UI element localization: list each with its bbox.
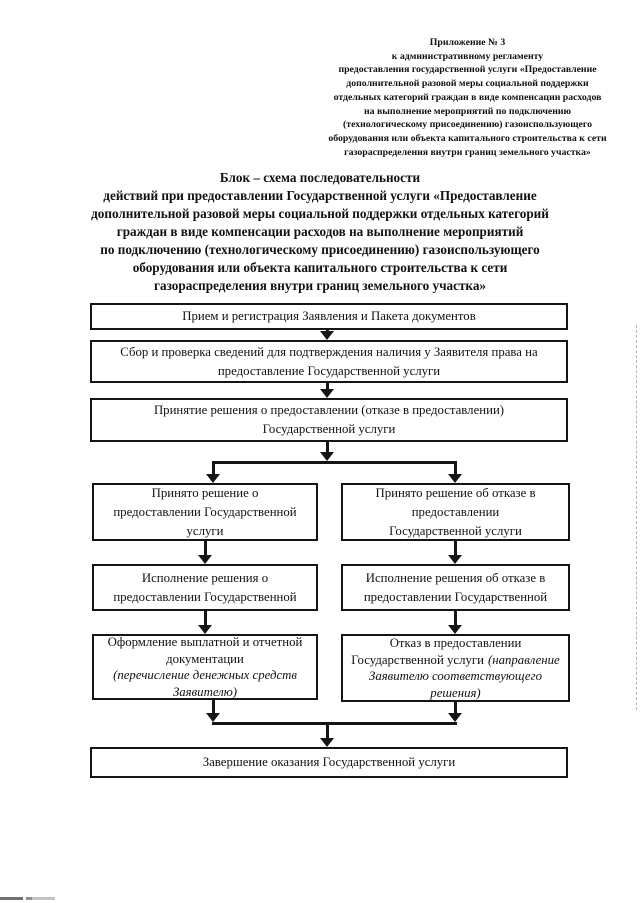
connector-line: [325, 442, 329, 453]
flow-box-decision: Принятие решения о предоставлении (отказ…: [90, 398, 568, 442]
connector-line: [325, 383, 329, 391]
connector-line: [453, 541, 457, 556]
title-line: оборудования или объекта капитального ст…: [132, 260, 508, 275]
scan-artifact-bar-light: [32, 897, 55, 900]
title-line: Блок – схема последовательности: [219, 170, 421, 185]
arrow-down-icon: [448, 713, 462, 722]
flow-box-text-italic: решения): [430, 685, 481, 700]
flow-box-text: Принято решение о: [151, 485, 259, 500]
flow-box-text: документации: [166, 651, 244, 666]
branch-line: [211, 461, 457, 464]
appendix-line: Приложение № 3: [429, 37, 506, 48]
flow-box-text-italic: (перечисление денежных средств: [113, 668, 297, 682]
merge-line: [211, 722, 457, 725]
connector-line: [453, 611, 457, 626]
title-line: дополнительной разовой меры социальной п…: [91, 206, 549, 221]
appendix-line: предоставления государственной услуги «П…: [338, 64, 597, 76]
flow-box-text: Исполнение решения о: [141, 570, 269, 585]
connector-line: [453, 702, 457, 714]
flow-box-text-italic: Заявителю): [172, 684, 238, 699]
title-line: по подключению (технологическому присоед…: [100, 242, 540, 257]
flow-box-text: Государственной услуги(направление: [347, 652, 564, 669]
scan-artifact-bar-mid: [26, 897, 32, 900]
connector-line: [453, 464, 457, 475]
connector-line: [203, 611, 207, 626]
appendix-line: (технологическому присоединению) газоисп…: [343, 119, 592, 131]
connector-line: [211, 700, 215, 714]
flow-box-execute-approval: Исполнение решения о предоставлении Госу…: [92, 564, 318, 611]
flow-box-text-italic: Заявителю соответствующего: [369, 669, 542, 683]
flow-box-text: предоставлении Государственной: [113, 504, 297, 519]
appendix-line: отдельных категорий граждан в виде компе…: [333, 91, 602, 103]
arrow-down-icon: [198, 555, 212, 564]
connector-line: [211, 464, 215, 475]
arrow-down-icon: [320, 389, 334, 398]
flow-box-text: Государственной услуги: [351, 652, 484, 667]
flow-box-completion: Завершение оказания Государственной услу…: [90, 747, 568, 778]
flow-box-text-italic: (направление: [487, 652, 560, 667]
title-line: действий при предоставлении Государствен…: [103, 188, 537, 203]
scan-artifact-bar-dark: [0, 897, 23, 900]
flow-box-refused: Принято решение об отказе в предоставлен…: [341, 483, 570, 541]
flow-box-text: Принято решение об отказе в: [375, 485, 536, 500]
flow-box-text: Принятие решения о предоставлении (отказ…: [153, 403, 505, 417]
title-line: граждан в виде компенсации расходов на в…: [116, 224, 524, 239]
connector-line: [325, 725, 329, 739]
arrow-down-icon: [320, 452, 334, 461]
appendix-line: на выполнение мероприятий по подключению: [364, 105, 571, 117]
appendix-line: дополнительной разовой меры социальной п…: [346, 78, 589, 90]
flow-box-text: предоставлении: [411, 504, 500, 519]
arrow-down-icon: [320, 331, 334, 340]
flow-box-refusal-notice: Отказ в предоставлении Государственной у…: [341, 634, 570, 702]
appendix-line: газораспределения внутри границ земельно…: [344, 146, 591, 158]
page-title: Блок – схема последовательности действий…: [40, 169, 600, 295]
arrow-down-icon: [198, 625, 212, 634]
appendix-line: к административному регламенту: [391, 50, 544, 62]
flow-box-text: Прием и регистрация Заявления и Пакета д…: [182, 309, 476, 323]
flow-box-text: предоставление Государственной услуги: [217, 363, 441, 378]
flow-box-text: Исполнение решения об отказе в: [365, 570, 546, 585]
flow-box-text: Завершение оказания Государственной услу…: [202, 755, 456, 769]
connector-line: [203, 541, 207, 556]
appendix-line: оборудования или объекта капитального ст…: [328, 132, 607, 144]
arrow-down-icon: [448, 474, 462, 483]
flow-box-text: Отказ в предоставлении: [389, 636, 522, 650]
flow-box-execute-refusal: Исполнение решения об отказе в предостав…: [341, 564, 570, 611]
arrow-down-icon: [448, 625, 462, 634]
scan-artifact-vline: [636, 325, 637, 710]
flow-box-verification: Сбор и проверка сведений для подтвержден…: [90, 340, 568, 383]
arrow-down-icon: [448, 555, 462, 564]
flow-box-text: Государственной услуги: [389, 523, 522, 538]
flow-box-text: Государственной услуги: [262, 422, 396, 436]
flow-box-text: Оформление выплатной и отчетной: [107, 635, 303, 649]
flow-box-text: предоставлении Государственной: [113, 589, 297, 604]
flow-box-payment-docs: Оформление выплатной и отчетной документ…: [92, 634, 318, 700]
flow-box-text: услуги: [186, 523, 224, 538]
arrow-down-icon: [206, 474, 220, 483]
arrow-down-icon: [206, 713, 220, 722]
title-line: газораспределения внутри границ земельно…: [153, 278, 487, 293]
flow-box-text: Сбор и проверка сведений для подтвержден…: [120, 344, 538, 359]
appendix-note: Приложение № 3 к административному регла…: [295, 36, 640, 159]
flow-box-text: предоставлении Государственной: [363, 589, 548, 604]
flow-box-reception: Прием и регистрация Заявления и Пакета д…: [90, 303, 568, 330]
arrow-down-icon: [320, 738, 334, 747]
flow-box-approved: Принято решение о предоставлении Государ…: [92, 483, 318, 541]
